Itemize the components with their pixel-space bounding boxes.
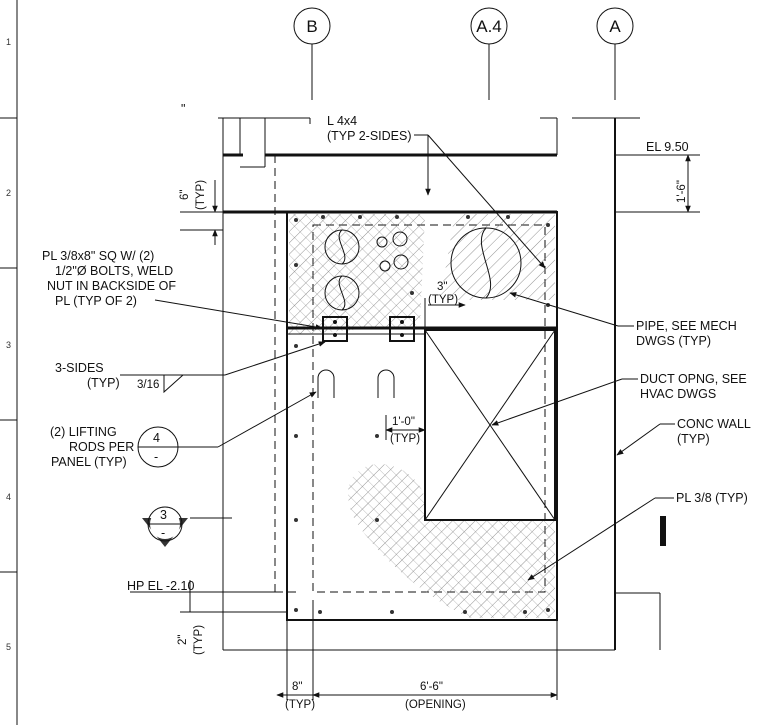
detail-4-number: 4 <box>153 431 160 445</box>
angle-note-leader <box>414 134 546 269</box>
weld-note-line1: 3-SIDES <box>55 361 104 375</box>
pipe-note-leader <box>509 292 634 327</box>
weld-size: 3/16 <box>137 379 159 391</box>
dim-1-0-typ <box>385 415 426 440</box>
duct-note-line1: DUCT OPNG, SEE <box>640 372 747 386</box>
pipe-small-2 <box>324 275 360 311</box>
section-marker-3 <box>142 506 232 547</box>
right-conc-wall <box>572 117 666 650</box>
pipe-note-line2: DWGS (TYP) <box>636 334 711 348</box>
lifting-rods <box>317 369 395 398</box>
plate-note-line2: 1/2"Ø BOLTS, WELD <box>55 264 173 278</box>
hp-el-label: HP EL -2.10 <box>127 579 194 593</box>
dim-2-typ-label: (TYP) <box>193 625 205 655</box>
pipe-note-line1: PIPE, SEE MECH <box>636 319 737 333</box>
row-number-1: 1 <box>6 37 11 47</box>
plate-right <box>389 316 415 342</box>
plate-note-leader <box>154 299 323 330</box>
dim-6-typ-label: (TYP) <box>195 180 207 210</box>
row-number-3: 3 <box>6 340 11 350</box>
conc-note-line1: CONC WALL <box>677 417 751 431</box>
el-top-label: EL 9.50 <box>646 140 689 154</box>
lifting-note-line2: RODS PER <box>69 440 134 454</box>
dim-8-label: 8" <box>292 681 302 693</box>
pipe-large <box>450 227 522 299</box>
section-3-number: 3 <box>160 508 167 522</box>
dim-hp-el <box>130 580 287 613</box>
dim-1-0-label: 1'-0" <box>392 416 415 428</box>
weld-symbol <box>120 341 326 394</box>
top-mark: " <box>181 102 185 116</box>
grid-bubble-a <box>596 7 634 100</box>
dim-8-typ-label: (TYP) <box>285 699 315 711</box>
pipe-small-1 <box>324 229 360 265</box>
conc-note-leader <box>616 423 675 456</box>
dim-3-label: 3" <box>437 281 447 293</box>
dim-bottom <box>223 600 615 700</box>
plate-note-line3: NUT IN BACKSIDE OF <box>47 279 176 293</box>
row-number-5: 5 <box>6 642 11 652</box>
angle-note-line2: (TYP 2-SIDES) <box>327 129 412 143</box>
panel-bolts <box>294 215 550 614</box>
lifting-note-line3: PANEL (TYP) <box>51 455 127 469</box>
row-number-4: 4 <box>6 492 11 502</box>
dim-3-typ-label: (TYP) <box>428 294 458 306</box>
dim-1-6-label: 1'-6" <box>676 180 688 203</box>
plate-left <box>322 316 348 342</box>
dim-3-typ <box>424 298 466 330</box>
sheet-border <box>0 0 18 725</box>
lifting-note-line1: (2) LIFTING <box>50 425 117 439</box>
pl-note: PL 3/8 (TYP) <box>676 491 748 505</box>
plate-note-line4: PL (TYP OF 2) <box>55 294 137 308</box>
duct-note-leader <box>491 378 638 426</box>
grid-label-a: A <box>609 17 621 36</box>
dim-opening-value: 6'-6" <box>420 681 443 693</box>
angle-note-line1: L 4x4 <box>327 114 357 128</box>
row-number-2: 2 <box>6 188 11 198</box>
left-conc-wall <box>218 117 558 650</box>
conc-note-line2: (TYP) <box>677 432 710 446</box>
dim-1-0-typ-label: (TYP) <box>390 433 420 445</box>
dim-6-typ <box>180 180 223 245</box>
duct-note-line2: HVAC DWGS <box>640 387 716 401</box>
detail-bubble-4 <box>137 391 317 468</box>
grid-label-b: B <box>306 17 317 36</box>
dim-2-label: 2" <box>177 635 189 645</box>
detail-4-sheet: - <box>154 450 158 464</box>
dim-opening-label: (OPENING) <box>405 699 466 711</box>
pl-note-leader <box>527 497 674 581</box>
plate-note-line1: PL 3/8x8" SQ W/ (2) <box>42 249 154 263</box>
hatch-area-top-right <box>440 214 555 300</box>
grid-bubble-a4 <box>470 7 508 100</box>
dim-6-label: 6" <box>179 190 191 200</box>
section-3-sheet: - <box>161 526 165 540</box>
weld-note-line2: (TYP) <box>87 376 120 390</box>
dim-el-top <box>615 154 700 213</box>
duct-opening <box>424 329 556 521</box>
grid-bubble-b <box>293 7 331 100</box>
small-penetrations <box>376 231 409 272</box>
grid-label-a4: A.4 <box>476 17 502 36</box>
